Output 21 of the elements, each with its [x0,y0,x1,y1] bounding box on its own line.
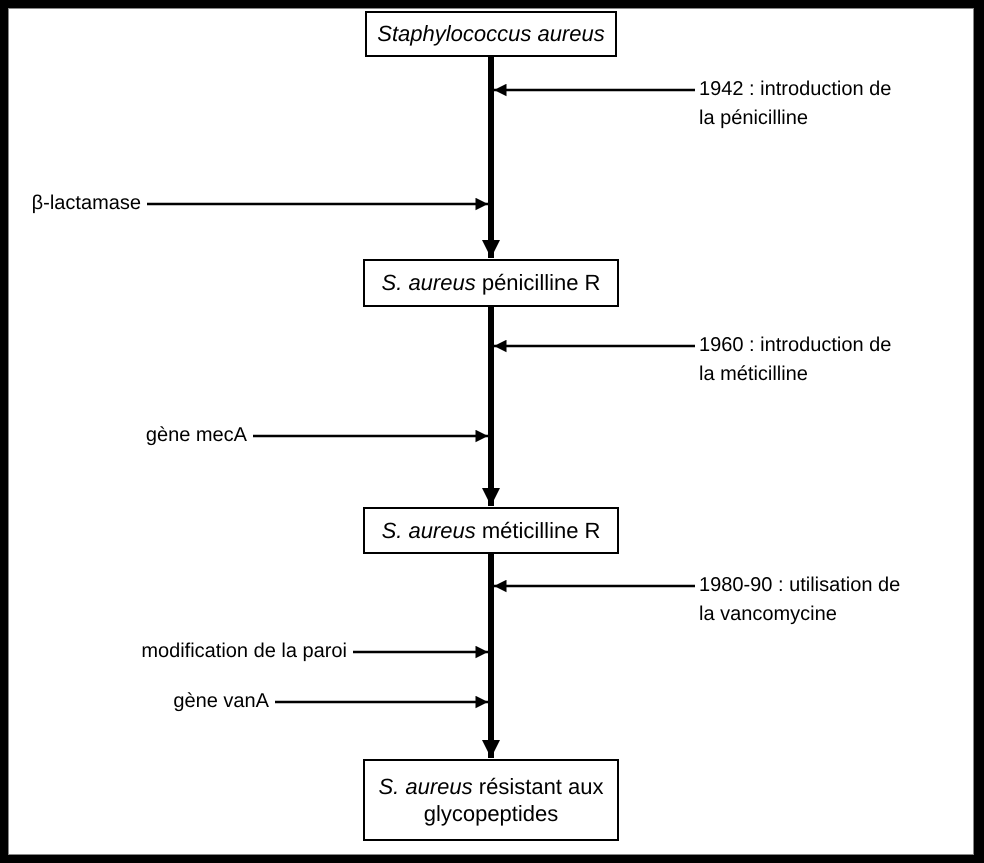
arrow [494,84,695,96]
arrow [494,580,695,592]
process-box: S. aureus pénicilline R [363,259,619,307]
process-box: S. aureus résistant aux glycopeptides [363,759,619,841]
arrow [275,696,488,708]
process-box: Staphylococcus aureus [365,11,617,57]
annotation-text: modification de la paroi [17,637,347,666]
annotation-text: 1942 : introduction de la pénicilline [699,75,899,133]
annotation-text: β-lactamase [19,189,141,218]
annotation-text: gène mecA [29,421,247,450]
arrow [482,57,500,258]
arrow [494,340,695,352]
arrow [253,430,488,442]
arrow [482,554,500,758]
arrow [482,307,500,506]
annotation-text: 1980-90 : utilisation de la vancomycine [699,571,914,629]
process-box: S. aureus méticilline R [363,507,619,554]
arrow [147,198,488,210]
annotation-text: 1960 : introduction de la méticilline [699,331,899,389]
arrow [353,646,488,658]
annotation-text: gène vanA [29,687,269,716]
